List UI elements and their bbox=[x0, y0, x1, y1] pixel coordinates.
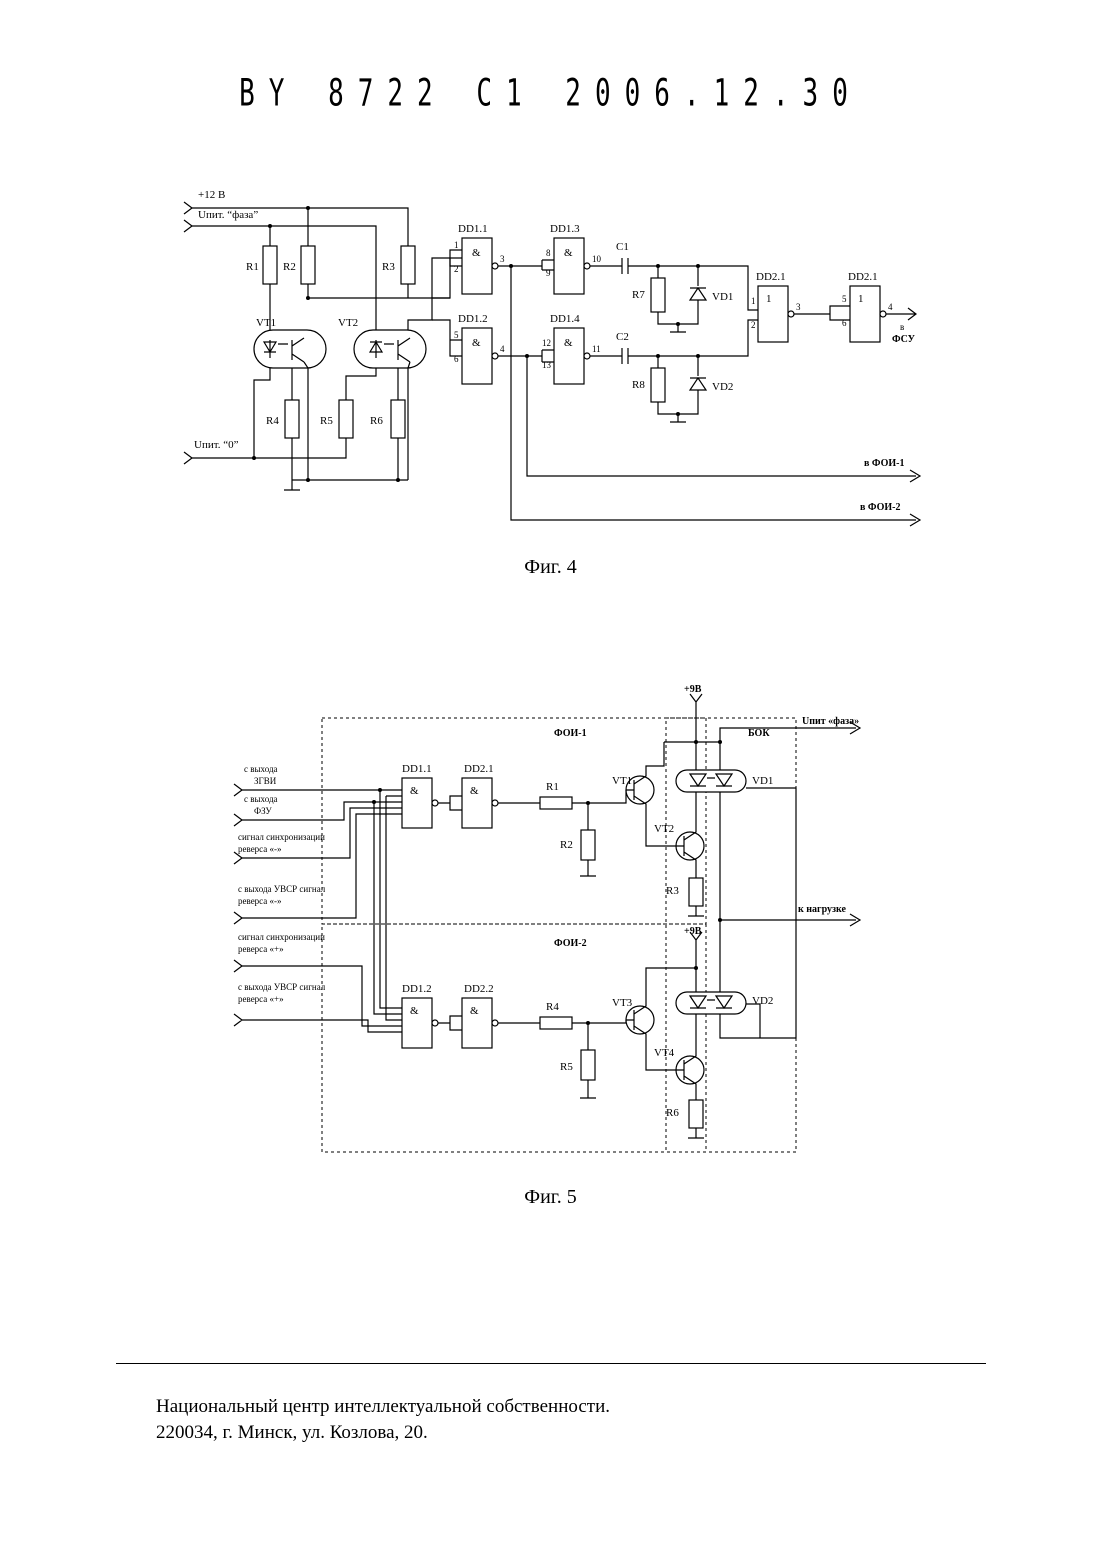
label-r2: R2 bbox=[560, 839, 573, 851]
pin: 2 bbox=[454, 264, 459, 274]
label-r4: R4 bbox=[266, 415, 279, 427]
gate-amp: & bbox=[472, 337, 481, 349]
input-4-line1: с выхода УВСР сигнал bbox=[238, 884, 326, 894]
gate-amp: & bbox=[410, 785, 419, 797]
label-plus12: +12 В bbox=[198, 189, 225, 201]
label-r6: R6 bbox=[370, 415, 383, 427]
label-plus9b: +9В bbox=[684, 926, 702, 937]
gate-amp: & bbox=[410, 1005, 419, 1017]
figure-4-circuit: +12 В Uпит. “фаза” Uпит. “0” R1 R2 R3 R4… bbox=[170, 180, 930, 540]
input-6-line1: с выхода УВСР сигнал bbox=[238, 982, 326, 992]
pin: 12 bbox=[542, 338, 551, 348]
label-to-load: к нагрузке bbox=[798, 904, 847, 915]
label-to-foi1: в ФОИ-1 bbox=[864, 458, 905, 469]
label-r5: R5 bbox=[320, 415, 333, 427]
input-2-line1: с выхода bbox=[244, 794, 278, 804]
label-to-foi2: в ФОИ-2 bbox=[860, 502, 901, 513]
label-r8: R8 bbox=[632, 379, 645, 391]
label-to-fsu: ФСУ bbox=[892, 334, 916, 345]
label-dd11: DD1.1 bbox=[458, 223, 488, 235]
input-3-line1: сигнал синхронизации bbox=[238, 832, 325, 842]
input-3-line2: реверса «-» bbox=[238, 844, 282, 854]
pin: 4 bbox=[500, 344, 505, 354]
pin: 3 bbox=[796, 302, 801, 312]
label-r7: R7 bbox=[632, 289, 645, 301]
gate-one: 1 bbox=[766, 293, 772, 305]
label-u-phase: Uпит. “фаза” bbox=[198, 209, 258, 221]
label-dd21a: DD2.1 bbox=[756, 271, 786, 283]
label-vd2: VD2 bbox=[752, 995, 773, 1007]
label-vd1: VD1 bbox=[712, 291, 733, 303]
label-dd13: DD1.3 bbox=[550, 223, 580, 235]
label-vd1: VD1 bbox=[752, 775, 773, 787]
pin: 13 bbox=[542, 360, 552, 370]
label-r3: R3 bbox=[666, 885, 679, 897]
footer: Национальный центр интеллектуальной собс… bbox=[156, 1394, 610, 1446]
gate-amp: & bbox=[470, 1005, 479, 1017]
footer-line-1: Национальный центр интеллектуальной собс… bbox=[156, 1394, 610, 1420]
label-r1: R1 bbox=[546, 781, 559, 793]
input-5-line2: реверса «+» bbox=[238, 944, 284, 954]
gate-amp: & bbox=[470, 785, 479, 797]
label-vt4: VT4 bbox=[654, 1047, 675, 1059]
input-6-line2: реверса «+» bbox=[238, 994, 284, 1004]
label-r4: R4 bbox=[546, 1001, 559, 1013]
pin: 8 bbox=[546, 248, 551, 258]
label-foi2: ФОИ-2 bbox=[554, 938, 587, 949]
footer-line-2: 220034, г. Минск, ул. Козлова, 20. bbox=[156, 1420, 610, 1446]
label-vt2: VT2 bbox=[654, 823, 674, 835]
label-c1: C1 bbox=[616, 241, 629, 253]
pin: 11 bbox=[592, 344, 601, 354]
pin: 6 bbox=[842, 318, 847, 328]
label-r2: R2 bbox=[283, 261, 296, 273]
label-r3: R3 bbox=[382, 261, 395, 273]
label-dd21: DD2.1 bbox=[464, 763, 494, 775]
label-dd21b: DD2.1 bbox=[848, 271, 878, 283]
label-dd22: DD2.2 bbox=[464, 983, 494, 995]
input-5-line1: сигнал синхронизации bbox=[238, 932, 325, 942]
label-vt1: VT1 bbox=[612, 775, 632, 787]
footer-divider bbox=[116, 1363, 986, 1364]
label-vd2: VD2 bbox=[712, 381, 733, 393]
pin: 6 bbox=[454, 354, 459, 364]
label-dd14: DD1.4 bbox=[550, 313, 580, 325]
input-1-line2: ЗГВИ bbox=[254, 776, 277, 786]
pin: 10 bbox=[592, 254, 602, 264]
label-dd12: DD1.2 bbox=[402, 983, 432, 995]
pin: 2 bbox=[751, 320, 756, 330]
gate-amp: & bbox=[564, 337, 573, 349]
input-4-line2: реверса «-» bbox=[238, 896, 282, 906]
pin: 9 bbox=[546, 268, 551, 278]
pin: 3 bbox=[500, 254, 505, 264]
pin: 5 bbox=[454, 330, 459, 340]
label-dd11: DD1.1 bbox=[402, 763, 432, 775]
input-2-line2: ФЗУ bbox=[254, 806, 272, 816]
patent-header: BY 8722 C1 2006.12.30 bbox=[0, 72, 1101, 116]
label-vt3: VT3 bbox=[612, 997, 633, 1009]
label-vt2: VT2 bbox=[338, 317, 358, 329]
label-vt1: VT1 bbox=[256, 317, 276, 329]
label-plus9a: +9В bbox=[684, 684, 702, 695]
pin: 5 bbox=[842, 294, 847, 304]
label-r6: R6 bbox=[666, 1107, 679, 1119]
figure-5-caption: Фиг. 5 bbox=[0, 1186, 1101, 1209]
pin: 1 bbox=[751, 296, 756, 306]
gate-amp: & bbox=[564, 247, 573, 259]
figure-5-circuit: +9В +9В ФОИ-1 ФОИ-2 БОК Uпит «фаза» к на… bbox=[220, 680, 880, 1170]
figure-4-caption: Фиг. 4 bbox=[0, 556, 1101, 579]
label-dd12: DD1.2 bbox=[458, 313, 488, 325]
label-to-fsu-v: в bbox=[900, 322, 904, 332]
label-r1: R1 bbox=[246, 261, 259, 273]
label-u-phase: Uпит «фаза» bbox=[802, 716, 859, 727]
pin: 1 bbox=[454, 240, 459, 250]
input-1-line1: с выхода bbox=[244, 764, 278, 774]
label-u-zero: Uпит. “0” bbox=[194, 439, 239, 451]
gate-one: 1 bbox=[858, 293, 864, 305]
pin: 4 bbox=[888, 302, 893, 312]
label-r5: R5 bbox=[560, 1061, 573, 1073]
gate-amp: & bbox=[472, 247, 481, 259]
label-foi1: ФОИ-1 bbox=[554, 728, 587, 739]
label-c2: C2 bbox=[616, 331, 629, 343]
label-bok: БОК bbox=[748, 728, 770, 739]
